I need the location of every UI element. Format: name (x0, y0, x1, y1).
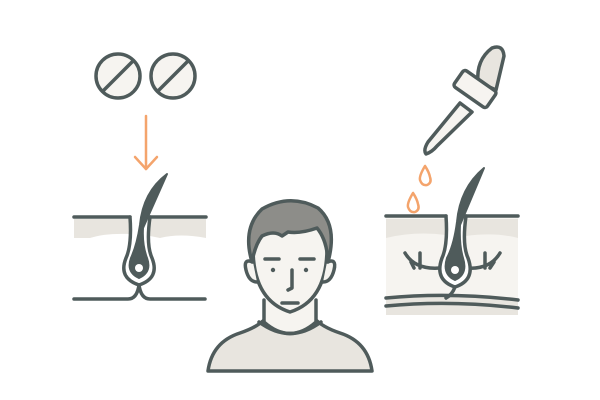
hair-follicle-icon (384, 167, 520, 315)
pill-icon (149, 52, 197, 100)
dropper-icon (423, 45, 506, 156)
pill-icon (94, 52, 142, 100)
person-icon (206, 199, 374, 373)
drop-icon (406, 191, 420, 214)
drop-icon (418, 164, 432, 187)
arrow-down-icon (133, 114, 159, 171)
hair-follicle-icon (72, 173, 208, 301)
